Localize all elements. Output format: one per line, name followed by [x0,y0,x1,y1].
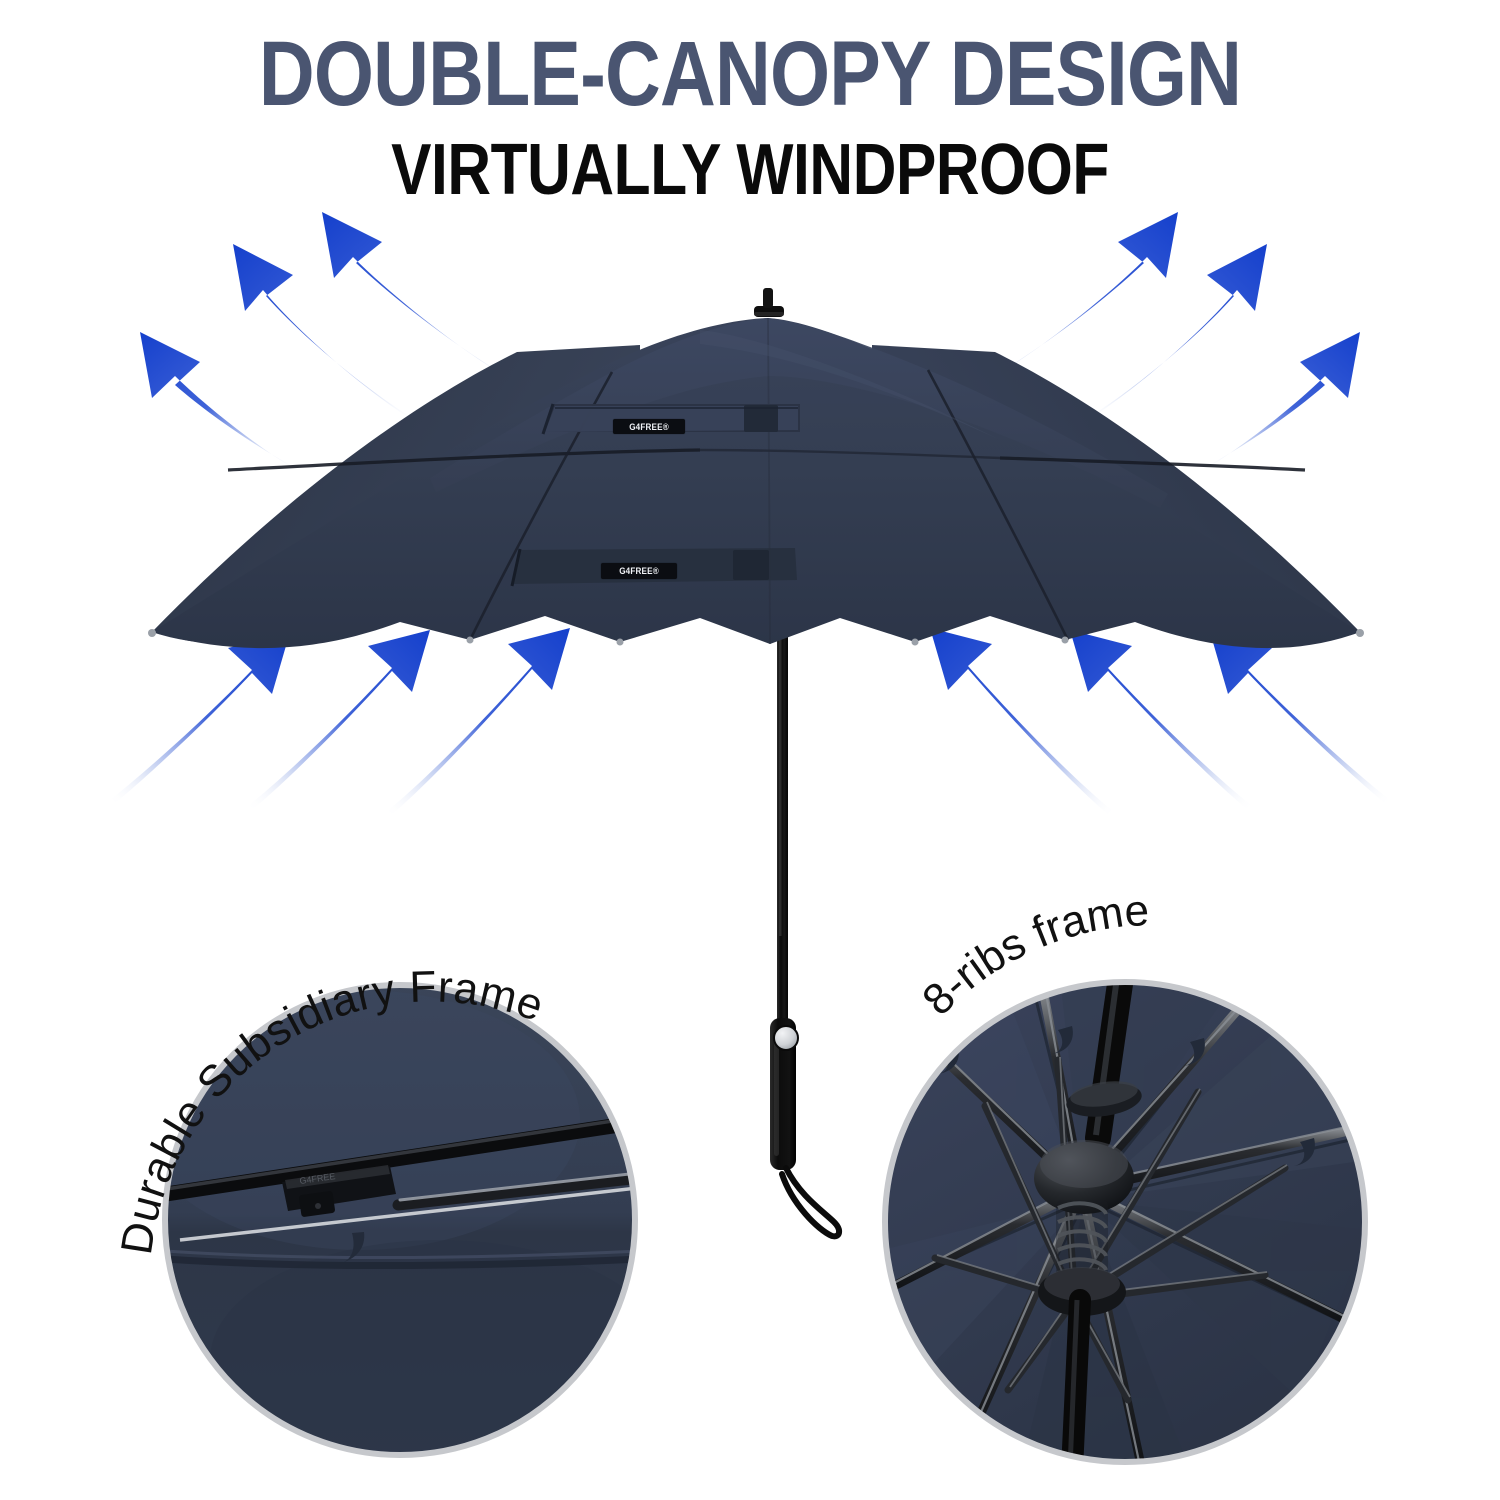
brand-label-lower: G4FREE® [601,563,677,579]
airflow-arrows-top-right [980,212,1360,470]
brand-label-text: G4FREE® [619,566,659,576]
canopy-seam-rib-1 [468,371,614,641]
airflow-arrow-icon [1200,332,1360,470]
airflow-arrow-icon [1084,244,1267,420]
svg-text:G4FREE: G4FREE [299,1171,336,1186]
auto-open-button [773,1025,799,1051]
callout-right: 8-ribs frame [882,886,1368,1465]
center-hub [1034,1140,1134,1462]
airflow-arrows-bottom-right [930,628,1390,816]
canopy-seam-rib-3 [767,317,771,645]
canopy-panel-main [152,318,1360,649]
shaft-collar [1066,1081,1142,1117]
brand-label-text: G4FREE® [629,421,669,432]
airflow-arrow-icon [110,632,290,804]
umbrella-canopy [148,288,1364,649]
airflow-arrows-bottom-left [110,628,570,816]
canopy-highlight [700,330,1000,440]
airflow-arrows-top-left [140,212,520,470]
canopy-seam-horizontal-right [999,456,1306,472]
airflow-arrow-icon [140,332,300,470]
canopy-finial-icon [754,288,784,317]
airflow-arrow-icon [248,630,430,810]
umbrella-shaft [777,630,788,1020]
canopy-seam-rib-2 [926,369,1070,641]
umbrella-handle [770,1018,842,1240]
airflow-arrow-icon [1070,630,1252,810]
airflow-arrow-icon [1210,632,1390,804]
airflow-arrow-icon [980,212,1178,383]
canopy-rib-tips [148,629,1364,646]
rib-connector-hub: G4FREE [282,1165,396,1217]
airflow-arrow-icon [322,212,520,383]
canopy-seam-horizontal-left [227,448,701,472]
callout-left: G4FREE Durable Subsidiary Frame [112,962,638,1458]
canopy-seam-horizontal-mid [699,448,1001,460]
brand-label-upper: G4FREE® [613,419,685,434]
airflow-arrow-icon [233,244,416,420]
wrist-strap-loop [779,1165,842,1240]
airflow-arrow-icon [386,628,570,816]
airflow-arrow-icon [930,628,1114,816]
